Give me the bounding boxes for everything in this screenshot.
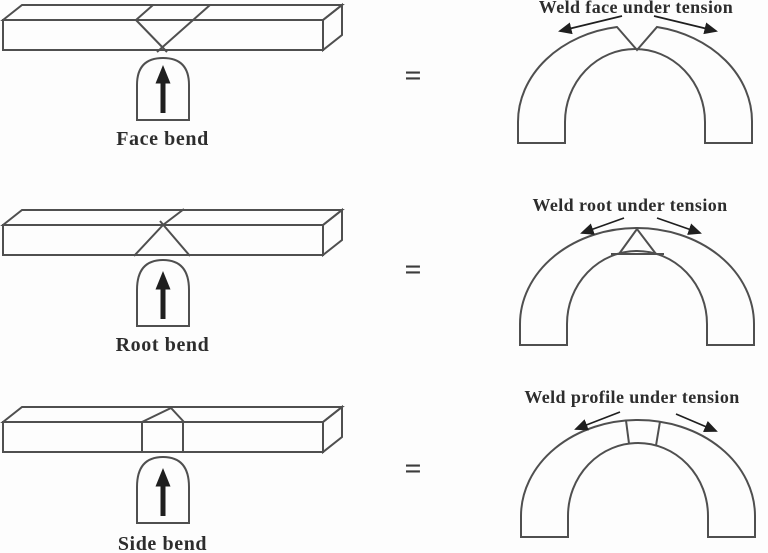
equals-sign: = (404, 452, 422, 485)
tension-arrow-right (675, 413, 718, 432)
side-bend-arch (520, 411, 756, 538)
tension-arrow-left (574, 411, 621, 431)
equals-sign: = (404, 253, 422, 286)
face-bend-label: Face bend (116, 128, 209, 150)
side-bend-punch (136, 455, 190, 524)
root-bend-specimen (0, 207, 345, 258)
root-tension-title: Weld root under tension (532, 195, 728, 215)
tension-arrow-left (580, 217, 625, 235)
face-tension-title: Weld face under tension (538, 0, 734, 17)
equals-sign: = (404, 59, 422, 92)
root-bend-punch (136, 258, 190, 327)
face-bend-punch (136, 56, 190, 121)
face-bend-arch (516, 15, 754, 144)
root-bend-label: Root bend (115, 334, 210, 356)
side-bend-specimen (0, 404, 345, 455)
tension-arrow-right (656, 217, 702, 235)
tension-arrow-left (558, 15, 623, 35)
profile-tension-title: Weld profile under tension (524, 387, 740, 407)
face-bend-specimen (0, 2, 345, 53)
side-bend-label: Side bend (117, 533, 208, 553)
root-bend-arch (519, 217, 755, 346)
tension-arrow-right (653, 15, 718, 35)
